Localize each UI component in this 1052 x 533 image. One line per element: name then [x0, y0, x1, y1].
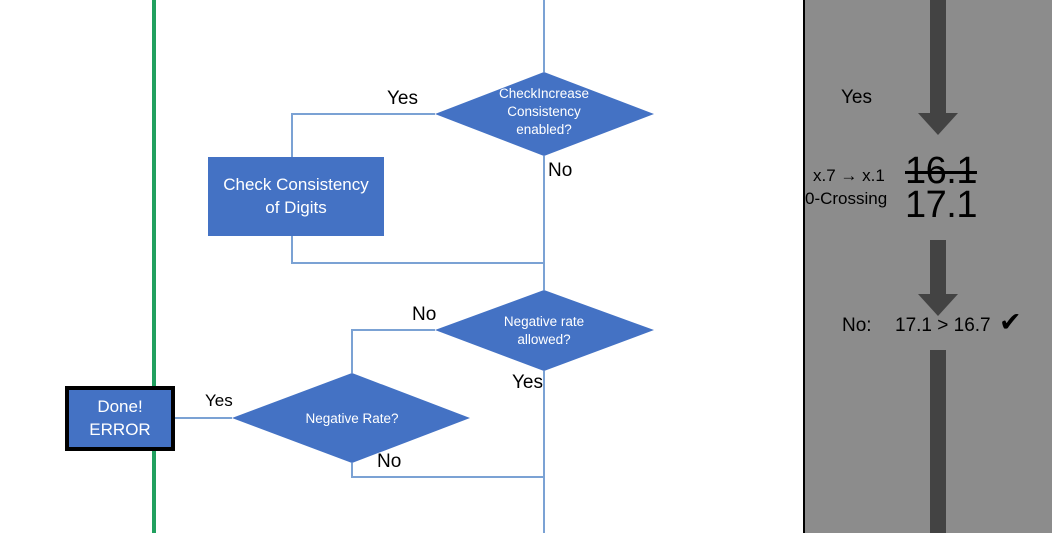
panel-branch-label: Yes: [841, 87, 872, 108]
arrow-head-upper: [918, 113, 958, 135]
process-line-1: Check Consistency: [223, 175, 369, 195]
panel-comparison-text: 17.1 > 16.7: [895, 315, 991, 336]
edge-label-yes-mid: Yes: [512, 372, 543, 393]
edge-label-yes-bottom: Yes: [205, 391, 233, 410]
arrow-head-middle: [918, 294, 958, 316]
arrow-shaft-upper: [930, 0, 946, 113]
panel-value-result: 17.1: [905, 184, 977, 226]
panel-rule-line-1: x.7 → x.1: [813, 166, 885, 185]
arrow-shaft-lower: [930, 350, 946, 533]
edge-label-yes-top: Yes: [387, 88, 418, 109]
connector-no-mid-branch: [351, 329, 435, 373]
process-line-2: of Digits: [265, 197, 327, 217]
terminator-done-error[interactable]: Done! ERROR: [65, 386, 175, 451]
panel-arrow-canvas: [918, 0, 958, 533]
terminator-line-1: Done!: [97, 397, 143, 417]
decision-check-increase-consistency[interactable]: [435, 72, 654, 156]
panel-comparison-prefix: No:: [842, 315, 872, 336]
panel-rule-line-2: 0-Crossing: [805, 189, 888, 208]
terminator-line-2: ERROR: [89, 419, 151, 439]
panel-value-struck: 16.1: [905, 150, 977, 192]
annotation-panel: Yes x.7 → x.1 0-Crossing 16.1 17.1 No: 1…: [803, 0, 1052, 533]
connector-no-bottom-branch: [351, 463, 544, 478]
edge-label-no-mid: No: [412, 304, 437, 325]
process-check-consistency-of-digits[interactable]: Check Consistency of Digits: [208, 157, 384, 236]
decision-negative-rate[interactable]: [232, 373, 470, 463]
edge-label-no-bottom: No: [377, 451, 402, 472]
check-mark-icon: ✔: [999, 307, 1022, 338]
arrow-shaft-middle: [930, 240, 946, 296]
edge-label-no-top: No: [548, 160, 573, 181]
decision-negative-rate-allowed[interactable]: [435, 290, 654, 371]
